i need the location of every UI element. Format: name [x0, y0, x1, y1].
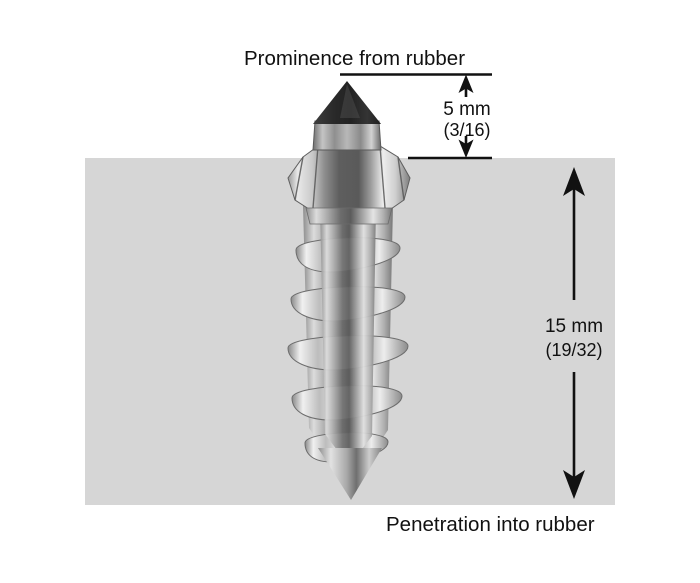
prominence-value: 5 mm: [443, 99, 491, 120]
stud-pointed-end: [318, 448, 382, 500]
tire-stud-graphic: [287, 81, 411, 500]
penetration-fraction: (19/32): [545, 340, 602, 360]
penetration-down-arrow: [563, 372, 585, 499]
penetration-label: Penetration into rubber: [386, 513, 595, 536]
prominence-label: Prominence from rubber: [244, 47, 465, 70]
stud-hex-flange-head: [287, 145, 411, 212]
stud-tip-collar: [312, 120, 382, 151]
stud-shank-front: [320, 207, 376, 466]
penetration-up-arrow: [563, 167, 585, 300]
prominence-up-arrow: [458, 74, 474, 97]
stud-shoulder: [305, 207, 393, 225]
prominence-down-arrow: [458, 136, 474, 158]
prominence-fraction: (3/16): [443, 120, 490, 140]
stud-hex-facets: [294, 145, 405, 209]
penetration-value: 15 mm: [545, 316, 603, 337]
stud-carbide-tip-highlight: [340, 84, 360, 118]
